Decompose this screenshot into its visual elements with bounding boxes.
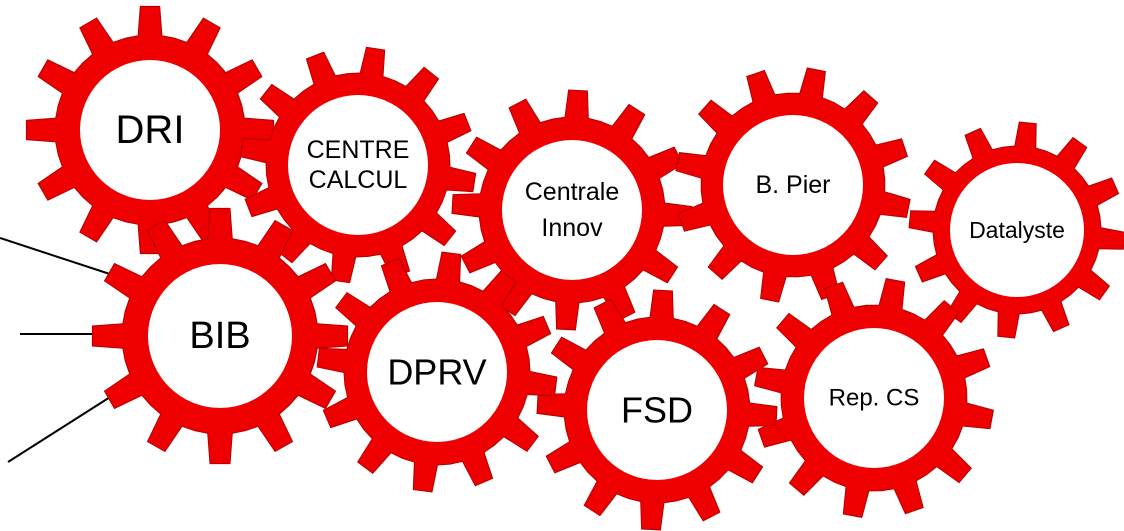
gear-hole-dprv [367, 302, 507, 442]
gear-datalyste: Datalyste [908, 121, 1124, 339]
gear-b-pier: B. Pier [675, 67, 911, 303]
gear-label-bib: BIB [189, 315, 250, 357]
gear-label-centrale-innov-line-2: Innov [541, 214, 603, 242]
pointer-lines [0, 237, 123, 463]
gear-hole-datalyste [950, 163, 1084, 297]
gear-label-b-pier: B. Pier [755, 171, 830, 199]
gear-hole-fsd [587, 340, 727, 480]
gear-hole-rep-cs [804, 328, 944, 468]
gear-label-centrale-innov-line-1: Centrale [525, 178, 620, 206]
pointer-line-bottom [7, 391, 119, 463]
gear-hole-b-pier [723, 115, 863, 255]
gear-bib: BIB [91, 207, 349, 465]
gear-hole-centre-calcul [288, 95, 428, 235]
gear-hole-centrale-innov [502, 140, 642, 280]
pointer-line-top [0, 237, 123, 279]
gear-label-fsd: FSD [621, 390, 693, 431]
gear-hole-bib [148, 264, 292, 408]
gear-dri: DRI [25, 5, 275, 255]
gear-label-dprv: DPRV [387, 352, 486, 393]
gear-fsd: FSD [536, 289, 778, 531]
gear-label-rep-cs: Rep. CS [829, 385, 920, 412]
gear-label-centre-calcul-line-1: CENTRE [307, 136, 410, 164]
gear-label-dri: DRI [116, 108, 185, 152]
gear-label-centre-calcul-line-2: CALCUL [309, 166, 408, 194]
gear-dprv: DPRV [316, 251, 558, 493]
gear-label-datalyste: Datalyste [969, 217, 1065, 243]
gear-hole-dri [80, 60, 220, 200]
gear-rep-cs: Rep. CS [754, 278, 994, 518]
